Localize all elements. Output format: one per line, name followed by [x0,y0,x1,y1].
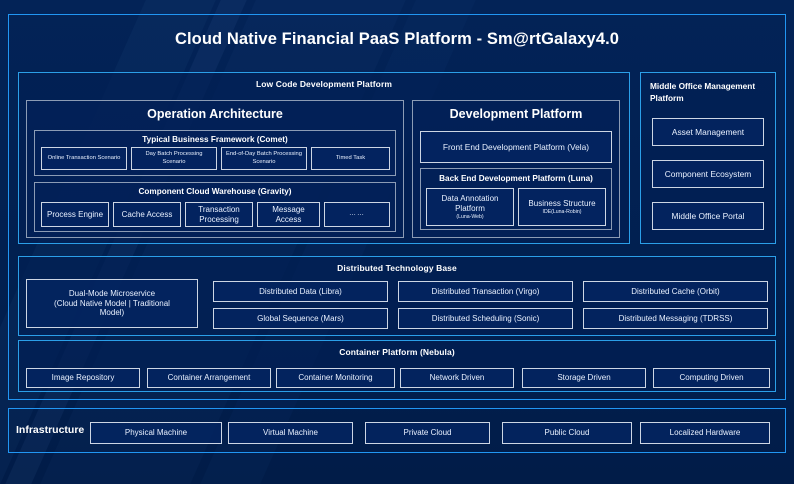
cell-middle-office-portal[interactable]: Middle Office Portal [652,202,764,230]
distributed-technology-base-title: Distributed Technology Base [337,263,457,273]
page-title: Cloud Native Financial PaaS Platform - S… [174,30,620,48]
cell-end-of-day-batch-processing-scenario[interactable]: End-of-Day Batch Processing Scenario [221,147,307,170]
cell-distributed-transaction[interactable]: Distributed Transaction (Virgo) [398,281,573,302]
cell-component-ecosystem[interactable]: Component Ecosystem [652,160,764,188]
infrastructure-frame [8,408,786,453]
cell-process-engine[interactable]: Process Engine [41,202,109,227]
cell-global-sequence[interactable]: Global Sequence (Mars) [213,308,388,329]
operation-architecture-title: Operation Architecture [147,107,283,121]
container-platform-title: Container Platform (Nebula) [339,347,455,357]
dual-mode-line-3: Model) [99,308,125,318]
cell-dual-mode-microservice[interactable]: Dual-Mode Microservice (Cloud Native Mod… [26,279,198,328]
cell-front-end-development-platform[interactable]: Front End Development Platform (Vela) [420,131,612,163]
cell-public-cloud[interactable]: Public Cloud [502,422,632,444]
cell-distributed-cache[interactable]: Distributed Cache (Orbit) [583,281,768,302]
cell-more-ellipsis[interactable]: …… [324,202,390,227]
cell-online-transaction-scenario[interactable]: Online Transaction Scenario [41,147,127,170]
component-cloud-warehouse-title: Component Cloud Warehouse (Gravity) [138,187,292,196]
cell-network-driven[interactable]: Network Driven [400,368,514,388]
cell-day-batch-processing-scenario[interactable]: Day Batch Processing Scenario [131,147,217,170]
typical-business-framework-title: Typical Business Framework (Comet) [142,135,288,144]
dual-mode-line-2: (Cloud Native Model | Traditional [54,298,170,308]
platform-frame [8,14,786,400]
business-structure-ide-sub: IDE(Luna-Robin) [542,208,582,215]
middle-office-title: Middle Office Management Platform [650,81,756,104]
ellipsis-label: …… [349,210,365,218]
infrastructure-label: Infrastructure [16,424,85,436]
cell-container-arrangement[interactable]: Container Arrangement [147,368,271,388]
cell-timed-task[interactable]: Timed Task [311,147,390,170]
cell-cache-access[interactable]: Cache Access [113,202,181,227]
cell-physical-machine[interactable]: Physical Machine [90,422,222,444]
cell-container-monitoring[interactable]: Container Monitoring [276,368,395,388]
data-annotation-platform-sub: (Luna-Web) [456,213,484,220]
cell-business-structure-ide[interactable]: Business Structure IDE(Luna-Robin) [518,188,606,226]
cell-data-annotation-platform[interactable]: Data Annotation Platform (Luna-Web) [426,188,514,226]
cell-localized-hardware[interactable]: Localized Hardware [640,422,770,444]
low-code-title: Low Code Development Platform [255,79,393,89]
cell-asset-management[interactable]: Asset Management [652,118,764,146]
cell-distributed-data[interactable]: Distributed Data (Libra) [213,281,388,302]
cell-virtual-machine[interactable]: Virtual Machine [228,422,353,444]
data-annotation-platform-label: Data Annotation Platform [441,194,499,213]
cell-private-cloud[interactable]: Private Cloud [365,422,490,444]
panel-container-platform: Container Platform (Nebula) [18,340,776,392]
back-end-development-platform-title: Back End Development Platform (Luna) [439,174,593,183]
cell-image-repository[interactable]: Image Repository [26,368,140,388]
cell-computing-driven[interactable]: Computing Driven [653,368,770,388]
cell-transaction-processing[interactable]: Transaction Processing [185,202,253,227]
development-platform-title: Development Platform [449,107,583,121]
business-structure-label: Business Structure [528,198,596,208]
cell-message-access[interactable]: Message Access [257,202,320,227]
cell-distributed-messaging[interactable]: Distributed Messaging (TDRSS) [583,308,768,329]
dual-mode-line-1: Dual-Mode Microservice [68,288,156,298]
cell-distributed-scheduling[interactable]: Distributed Scheduling (Sonic) [398,308,573,329]
cell-storage-driven[interactable]: Storage Driven [522,368,646,388]
